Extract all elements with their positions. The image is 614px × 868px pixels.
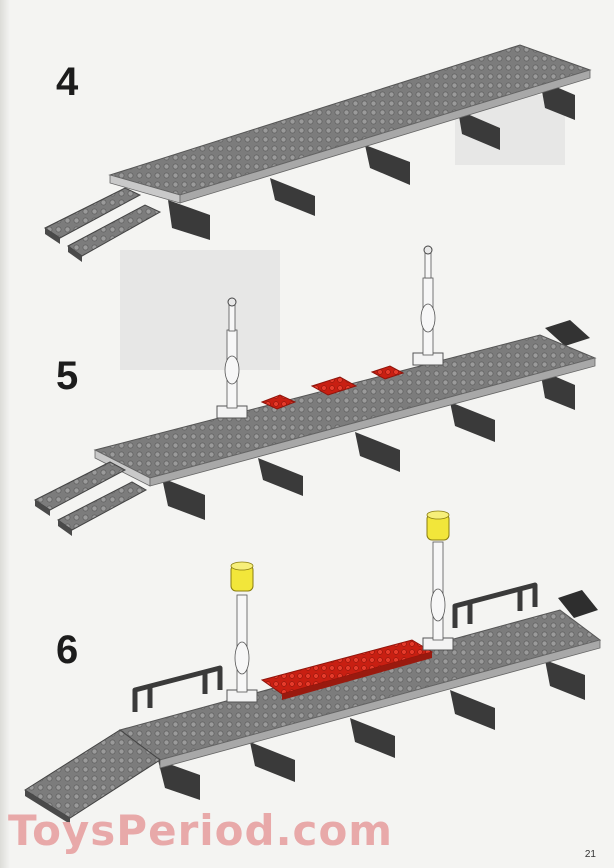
step-number-4: 4 [56, 60, 79, 104]
lamp-post [412, 245, 444, 366]
lamp-post [226, 561, 258, 703]
step-4-platform [44, 44, 592, 262]
step-5-platform [34, 245, 597, 536]
ramp-plate [44, 187, 162, 262]
end-bumper [545, 320, 590, 346]
page-number: 21 [584, 849, 596, 860]
page-binding-edge [0, 0, 10, 868]
lamp-post [216, 297, 248, 419]
red-plate [260, 365, 405, 410]
platform-support [158, 660, 585, 800]
lamp-post [422, 510, 454, 651]
fence-railing [452, 582, 538, 628]
step-number-5: 5 [56, 354, 79, 398]
ramp-plate [34, 461, 148, 536]
site-watermark: ToysPeriod.com [8, 806, 394, 855]
fence-railing [132, 665, 223, 712]
end-bumper [558, 590, 598, 618]
step-number-6: 6 [56, 628, 79, 672]
platform-support [162, 370, 575, 520]
step-6-platform [24, 510, 602, 824]
